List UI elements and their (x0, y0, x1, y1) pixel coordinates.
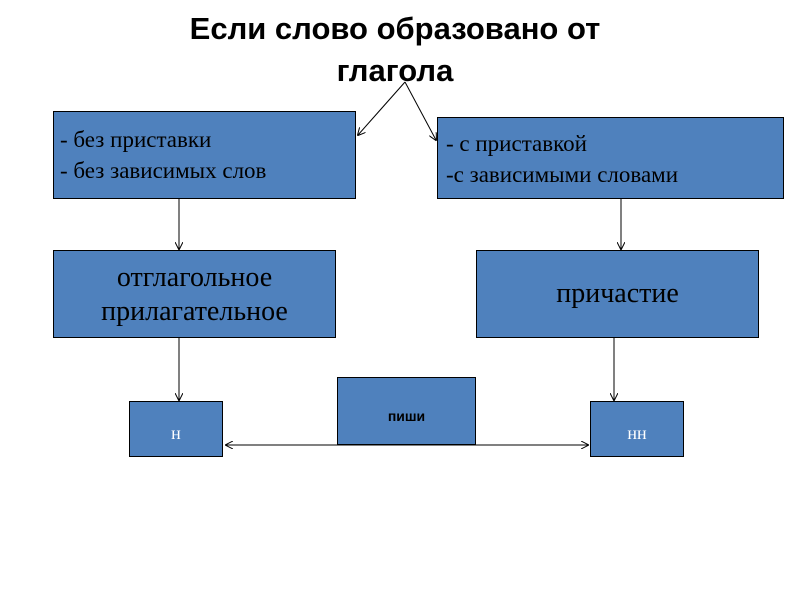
no-dependents-item: - без зависимых слов (60, 158, 267, 183)
arrow-title-to-left (358, 81, 406, 135)
with-dependents-item: -с зависимыми словами (446, 162, 679, 187)
double-n-label: нн (627, 423, 647, 443)
double-n-box: нн (590, 401, 684, 457)
single-n-label: н (171, 423, 181, 443)
participle-box: причастие (476, 250, 759, 338)
arrow-title-to-right (404, 81, 436, 140)
participle-label: причастие (556, 278, 679, 309)
adjective-line-1: отглагольное (116, 262, 273, 293)
single-n-box: н (129, 401, 223, 457)
title-line-1: Если слово образовано от (189, 11, 601, 46)
diagram-title: Если слово образовано от глагола (0, 8, 790, 92)
no-prefix-item: - без приставки (60, 127, 212, 152)
with-prefix-condition-box: - с приставкой -с зависимыми словами (437, 117, 784, 199)
no-prefix-condition-box: - без приставки - без зависимых слов (53, 111, 356, 199)
adjective-line-2: прилагательное (101, 296, 288, 327)
write-label: пиши (387, 408, 426, 424)
write-box: пиши (337, 377, 476, 445)
title-line-2: глагола (336, 53, 454, 88)
verbal-adjective-box: отглагольное прилагательное (53, 250, 336, 338)
with-prefix-item: - с приставкой (446, 131, 587, 156)
